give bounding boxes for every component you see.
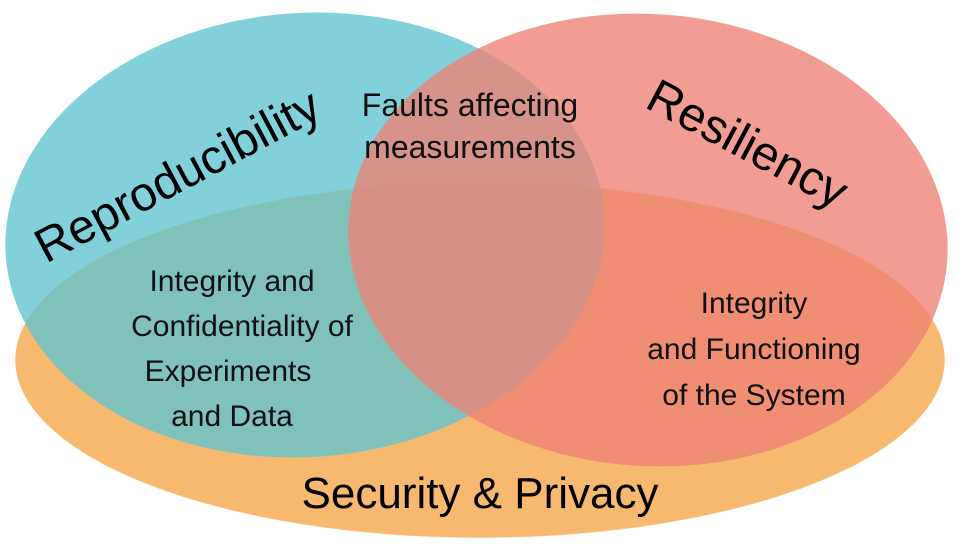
resiliency-ellipse bbox=[348, 13, 948, 467]
overlap-repro-resil-line-2: measurements bbox=[364, 129, 576, 165]
overlap-reproducibility-security: Integrity and Confidentiality of Experim… bbox=[131, 265, 353, 433]
overlap-repro-sec-line-3: Experiments bbox=[145, 355, 312, 388]
security-privacy-label: Security & Privacy bbox=[302, 469, 659, 518]
overlap-resil-sec-line-2: and Functioning bbox=[647, 333, 861, 366]
overlap-repro-sec-line-2: Confidentiality of bbox=[131, 310, 353, 343]
overlap-reproducibility-resiliency: Faults affecting measurements bbox=[362, 87, 578, 165]
overlap-repro-resil-line-1: Faults affecting bbox=[362, 87, 578, 123]
overlap-resiliency-security: Integrity and Functioning of the System bbox=[647, 287, 861, 412]
overlap-resil-sec-line-3: of the System bbox=[662, 379, 845, 412]
overlap-repro-sec-line-4: and Data bbox=[171, 400, 293, 433]
overlap-resil-sec-line-1: Integrity bbox=[701, 287, 808, 320]
overlap-repro-sec-line-1: Integrity and bbox=[149, 265, 314, 298]
